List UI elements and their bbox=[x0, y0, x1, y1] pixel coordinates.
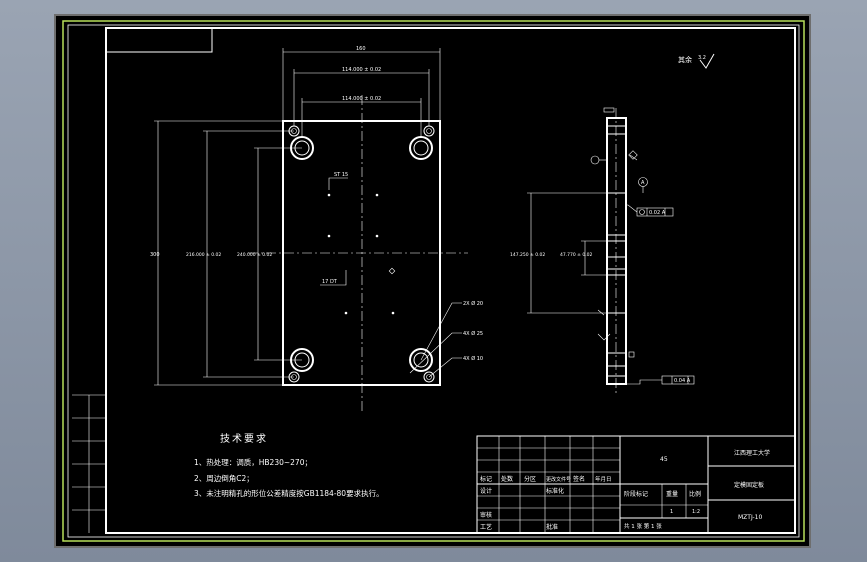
tb-header: 标记 bbox=[480, 475, 492, 483]
tb-header: 年月日 bbox=[595, 475, 612, 483]
dim-vspan-b: 240.000 ± 0.02 bbox=[237, 252, 272, 258]
drawing-number: MZTJ-10 bbox=[738, 514, 762, 521]
tolerance-text: 0.02 A bbox=[649, 210, 666, 216]
guide-hole-inner bbox=[413, 352, 429, 368]
tolerance-text: 0.04 A bbox=[674, 378, 691, 384]
sheet-border-outer bbox=[67, 24, 800, 538]
corner-box bbox=[106, 28, 213, 53]
left-strip bbox=[72, 394, 106, 533]
dim-hole-span-inner: 114.000 ± 0.02 bbox=[342, 96, 381, 102]
tb-approve-label: 审核 bbox=[480, 511, 492, 519]
label-4x25: 4X Ø 25 bbox=[463, 330, 483, 337]
dim-overall-width: 160 bbox=[356, 46, 366, 52]
label-st15: ST 15 bbox=[334, 172, 348, 178]
tb-design-label: 设计 bbox=[480, 487, 492, 495]
sheet-info: 共 1 张 第 1 张 bbox=[624, 522, 662, 530]
scale-label: 比例 bbox=[689, 490, 701, 498]
side-view: A 0.02 A 0.04 A 147.250 ± 0.02 47.770 ± … bbox=[510, 107, 695, 394]
dim-vspan-a: 216.000 ± 0.02 bbox=[186, 252, 221, 258]
label-4x10: 4X Ø 10 bbox=[463, 355, 483, 362]
note-item: 1、热处理：调质，HB230~270； bbox=[194, 457, 312, 467]
part-name: 定模固定板 bbox=[734, 481, 764, 489]
drawing-frame bbox=[105, 27, 796, 534]
label-2x20: 2X Ø 20 bbox=[463, 300, 483, 307]
roughness-symbol-icon bbox=[597, 333, 611, 341]
dim-overall-height: 300 bbox=[150, 252, 160, 258]
mark-dot bbox=[391, 311, 395, 315]
dim-hole-span-outer: 114.000 ± 0.02 bbox=[342, 67, 381, 73]
guide-hole-inner bbox=[413, 140, 429, 156]
mark-dot bbox=[327, 234, 331, 238]
dim-side-span: 147.250 ± 0.02 bbox=[510, 252, 545, 258]
scale-value: 1:2 bbox=[692, 509, 700, 515]
mark-dot bbox=[327, 193, 331, 197]
note-item: 2、周边倒角C2； bbox=[194, 473, 254, 483]
mark-diamond bbox=[388, 267, 396, 275]
screw-hole-inner bbox=[426, 128, 432, 134]
mark-dot bbox=[375, 193, 379, 197]
mark-dot bbox=[344, 311, 348, 315]
dim-side-span-b: 47.770 ± 0.02 bbox=[560, 252, 593, 258]
label-17dt: 17 DT bbox=[322, 279, 338, 285]
qty-value: 1 bbox=[670, 509, 673, 515]
sheet-border-green bbox=[62, 20, 805, 542]
mark-dot bbox=[375, 234, 379, 238]
roughness-value: 3.2 bbox=[698, 55, 706, 61]
tb-header: 分区 bbox=[524, 475, 536, 483]
weight-label: 重量 bbox=[666, 490, 678, 498]
tb-header: 签名 bbox=[573, 475, 585, 483]
tb-standard-label: 标准化 bbox=[546, 487, 564, 495]
school-name: 江西理工大学 bbox=[734, 449, 770, 457]
front-view: ST 15 17 DT bbox=[248, 95, 468, 412]
tb-process-label: 工艺 bbox=[480, 523, 492, 531]
front-dimensions: 160 114.000 ± 0.02 114.000 ± 0.02 300 21… bbox=[150, 46, 483, 386]
datum-label: A bbox=[641, 180, 645, 186]
roughness-note: 其余 bbox=[678, 55, 692, 64]
title-block: 标记 处数 分区 更改文件号 签名 年月日 设计 标准化 审核 工艺 批准 45… bbox=[476, 435, 796, 534]
plate-outline bbox=[282, 120, 441, 386]
screw-hole bbox=[423, 371, 435, 383]
technical-notes: 技术要求 1、热处理：调质，HB230~270； 2、周边倒角C2； 3、未注明… bbox=[194, 432, 384, 498]
tb-header: 处数 bbox=[501, 475, 513, 483]
side-outline bbox=[606, 117, 627, 385]
guide-hole bbox=[409, 348, 433, 372]
screw-hole-inner bbox=[426, 374, 432, 380]
note-item: 3、未注明精孔的形位公差精度按GB1184-80要求执行。 bbox=[194, 488, 384, 498]
material: 45 bbox=[660, 456, 668, 463]
sheet-background bbox=[54, 14, 811, 548]
notes-title: 技术要求 bbox=[220, 432, 268, 445]
tb-header: 更改文件号 bbox=[546, 476, 571, 483]
tb-authorize-label: 批准 bbox=[546, 523, 558, 531]
roughness-symbol-icon bbox=[699, 53, 715, 69]
stage-label: 阶段标记 bbox=[624, 490, 648, 498]
